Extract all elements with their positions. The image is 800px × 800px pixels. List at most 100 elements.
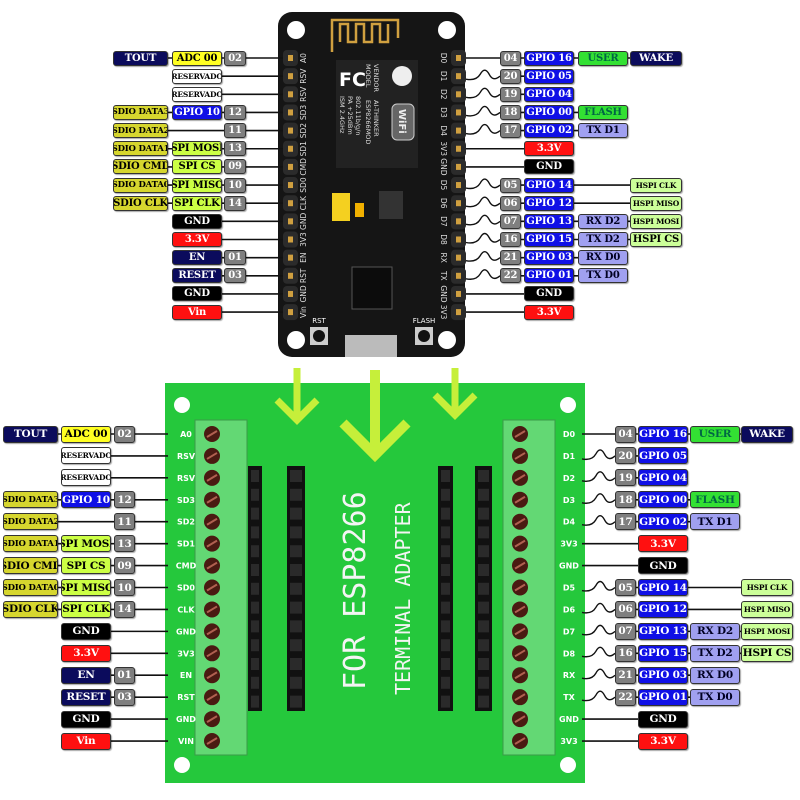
- header-pin-pad: [288, 218, 293, 225]
- header-socket: [251, 470, 259, 482]
- header-pin-pad: [456, 73, 461, 80]
- module-pin-label: D3: [439, 107, 448, 118]
- module-vendor: AI-THINKER: [372, 100, 380, 137]
- pin-name-label: 3.3V: [524, 304, 574, 320]
- antenna-trace: [330, 18, 400, 52]
- header-socket: [441, 582, 450, 595]
- arrow-down-icon: [274, 397, 320, 425]
- header-socket: [441, 526, 450, 539]
- mounting-hole: [438, 331, 456, 349]
- screw-slot: [514, 737, 526, 745]
- board-pin-label: D6: [563, 605, 576, 614]
- pin-wave-line: [465, 196, 501, 208]
- pin-name-label: GND: [172, 213, 222, 229]
- board-pin-label: GND: [176, 627, 196, 636]
- gpio-number-badge: 04: [615, 425, 636, 443]
- pin-name-label: 3.3V: [638, 535, 688, 553]
- screw-slot: [206, 539, 218, 548]
- module-vendor-label: VENDOR: [372, 64, 380, 93]
- gpio-number-badge: 10: [224, 177, 246, 193]
- mounting-hole: [560, 397, 576, 413]
- screw-slot: [514, 539, 526, 548]
- header-socket: [251, 676, 259, 689]
- gpio-number-badge: 04: [500, 50, 521, 66]
- gpio-number-badge: 12: [114, 491, 135, 509]
- header-socket: [478, 658, 489, 670]
- screw-slot: [514, 430, 526, 438]
- screw-slot: [206, 649, 218, 658]
- pin-name-label: GPIO 05: [638, 447, 688, 465]
- header-socket: [290, 564, 302, 576]
- gpio-number-badge: 05: [500, 177, 521, 193]
- pin-wave-line: [465, 250, 501, 262]
- pin-alt-function-label: HSPI MOSI: [630, 213, 682, 229]
- header-pin-pad: [456, 236, 461, 243]
- pin-name-label: GPIO 01: [524, 268, 574, 284]
- board-pin-label: GND: [559, 715, 579, 724]
- gpio-number-badge: 19: [615, 469, 636, 487]
- module-pin-label: GND: [439, 158, 448, 175]
- header-socket: [478, 470, 489, 482]
- board-pin-label: D1: [563, 452, 576, 461]
- header-pin-pad: [288, 163, 293, 170]
- pin-function-label: RX D0: [690, 666, 740, 684]
- header-socket: [290, 507, 302, 520]
- fc-logo: FC: [339, 69, 366, 91]
- pin-alt-function-label: WAKE: [741, 425, 793, 443]
- board-pin-label: A0: [180, 430, 192, 439]
- header-pin-pad: [288, 200, 293, 207]
- header-pin-pad: [456, 200, 461, 207]
- header-socket: [251, 526, 259, 539]
- module-pin-label: D0: [439, 53, 448, 64]
- pin-function-label: SDIO CLK: [3, 600, 58, 618]
- pin-name-label: GPIO 01: [638, 688, 688, 706]
- gpio-number-badge: 03: [114, 688, 135, 706]
- module-pin-label: 3V3: [439, 305, 448, 320]
- pin-function-label: TOUT: [3, 425, 58, 443]
- pin-name-label: GND: [61, 622, 111, 640]
- gpio-number-badge: 11: [224, 123, 246, 139]
- header-socket: [290, 545, 302, 558]
- pin-wave-line: [465, 87, 501, 99]
- screw-slot: [206, 715, 218, 723]
- header-pin-pad: [456, 290, 461, 297]
- header-socket: [478, 507, 489, 520]
- pin-function-label: TX D2: [690, 644, 740, 662]
- gpio-number-badge: 01: [224, 250, 246, 266]
- arrow-down-icon: [339, 419, 411, 463]
- module-pin-label: SD3: [299, 105, 308, 121]
- header-pin-pad: [456, 254, 461, 261]
- capacitor-small: [355, 203, 364, 217]
- gpio-number-badge: 05: [615, 579, 636, 596]
- pin-name-label: GPIO 13: [524, 213, 574, 229]
- module-pin-label: GND: [299, 213, 308, 230]
- pin-name-label: RESERVADO: [61, 469, 111, 487]
- pin-name-label: GPIO 04: [524, 86, 574, 102]
- module-pin-label: D2: [439, 89, 448, 100]
- gpio-number-badge: 16: [615, 644, 636, 662]
- header-socket: [441, 470, 450, 482]
- pin-alt-function-label: HSPI CLK: [741, 579, 793, 596]
- module-spec1: ISM 2.4GHz: [338, 96, 346, 134]
- pin-function-label: FLASH: [578, 104, 628, 120]
- pin-name-label: GPIO 15: [638, 644, 688, 662]
- header-socket: [478, 488, 489, 501]
- module-pin-label: D4: [439, 125, 448, 136]
- board-pin-label: D8: [563, 649, 576, 658]
- screw-slot: [206, 627, 218, 636]
- header-pin-pad: [456, 127, 461, 134]
- pin-alt-function-label: HSPI CLK: [630, 177, 682, 193]
- module-pin-label: 3V3: [439, 141, 448, 156]
- right-terminal-block: [502, 419, 556, 756]
- mounting-hole: [174, 397, 190, 413]
- pin-name-label: RESERVADO: [172, 68, 222, 84]
- mounting-hole: [287, 331, 305, 349]
- header-pin-pad: [288, 109, 293, 116]
- gpio-number-badge: 13: [224, 141, 246, 157]
- header-socket: [478, 545, 489, 558]
- header-socket: [251, 488, 259, 501]
- pin-function-label: USER: [578, 50, 628, 66]
- pin-wave-line: [581, 624, 616, 636]
- gpio-number-badge: 10: [114, 579, 135, 596]
